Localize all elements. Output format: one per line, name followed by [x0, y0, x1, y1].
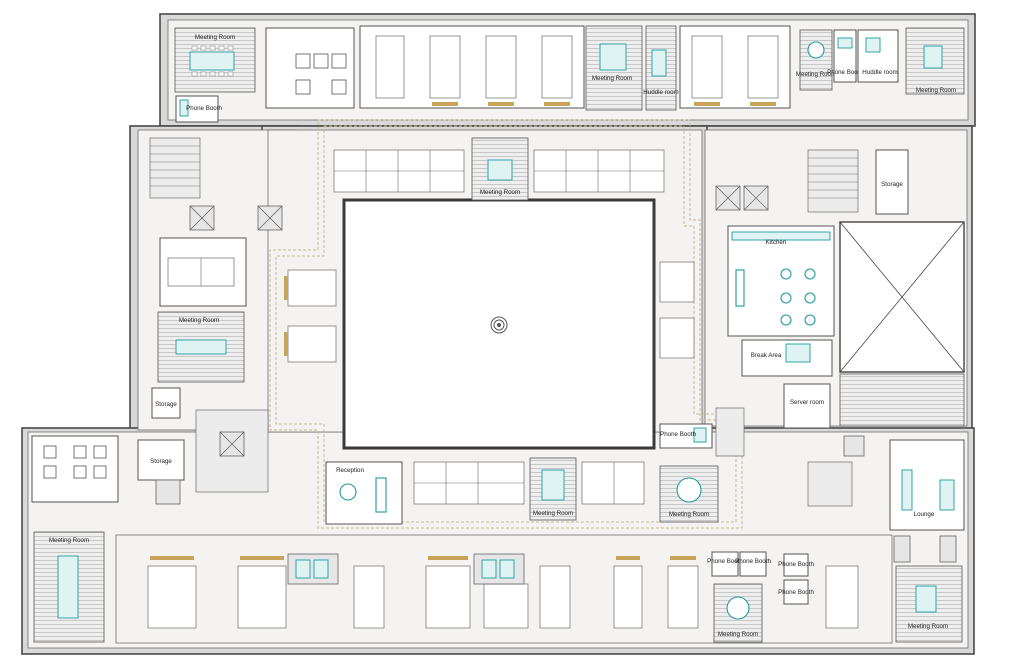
north-wing: Meeting Room Phone Booth Meeting Room — [174, 25, 965, 123]
phone-booth-s1[interactable] — [711, 551, 739, 577]
label-meeting-center-bottom: Meeting Room — [533, 510, 573, 517]
circulation-path — [269, 119, 743, 529]
label-meeting-nw: Meeting Room — [195, 34, 235, 41]
server-room — [783, 383, 831, 429]
desk-cluster-courtyard-north — [333, 149, 665, 193]
label-meeting-ne: Meeting Room — [916, 87, 956, 94]
label-phone-booth-top: Phone Booth — [827, 69, 863, 76]
meeting-room-top-right[interactable] — [799, 29, 833, 91]
kitchen-tables — [735, 268, 816, 326]
label-phone-booth-s4: Phone Booth — [778, 589, 814, 596]
meeting-room-center-bottom[interactable] — [529, 457, 577, 521]
east-block: Storage Kitchen Break Area Server room P… — [659, 149, 909, 457]
desk-cluster-north-a — [375, 35, 573, 106]
phone-booth-s2[interactable] — [739, 551, 767, 577]
phone-booth-s4[interactable] — [783, 579, 809, 605]
storage-east — [875, 149, 909, 215]
label-meeting-west: Meeting Room — [179, 317, 219, 324]
courtyard — [342, 198, 656, 450]
south-wing: Meeting Room Phone Booth P — [33, 531, 963, 643]
label-meeting-sw: Meeting Room — [49, 537, 89, 544]
label-break-area: Break Area — [751, 352, 782, 359]
atrium-void — [839, 221, 965, 427]
label-meeting-south-bottom: Meeting Room — [718, 631, 758, 638]
label-phone-booth-s3: Phone Booth — [778, 561, 814, 568]
label-huddle-top: Huddle room — [643, 89, 678, 96]
label-server-room: Server room — [790, 399, 824, 406]
label-lounge: Lounge — [914, 511, 935, 518]
west-block: Meeting Room Storage — [149, 137, 337, 419]
label-meeting-center-top: Meeting Room — [480, 189, 520, 196]
label-meeting-top-right: Meeting Room — [796, 71, 836, 78]
label-reception: Reception — [336, 467, 364, 474]
label-kitchen: Kitchen — [766, 239, 787, 246]
label-meeting-south-round: Meeting Room — [669, 511, 709, 518]
storage-sw — [137, 439, 185, 481]
label-phone-booth-center: Phone Booth — [660, 431, 696, 438]
label-meeting-se: Meeting Room — [908, 623, 948, 630]
storage-west — [151, 387, 181, 419]
label-phone-booth-nw: Phone Booth — [186, 105, 222, 112]
south-west-services: Storage — [31, 409, 269, 505]
label-meeting-top-mid: Meeting Room — [592, 75, 632, 82]
label-storage-sw: Storage — [150, 458, 172, 465]
label-phone-booth-s2: Phone Booth — [735, 558, 771, 565]
label-storage-west: Storage — [155, 401, 177, 408]
reception[interactable] — [325, 461, 403, 525]
label-phone-booth-s1: Phone Booth — [707, 558, 743, 565]
desk-cluster-west — [284, 269, 337, 363]
desk-rows-south — [147, 556, 859, 629]
label-storage-east: Storage — [881, 181, 903, 188]
label-huddle-top-right: Huddle room — [862, 69, 897, 76]
phone-booth-s3[interactable] — [783, 553, 809, 577]
desk-cluster-courtyard-south — [413, 461, 645, 505]
